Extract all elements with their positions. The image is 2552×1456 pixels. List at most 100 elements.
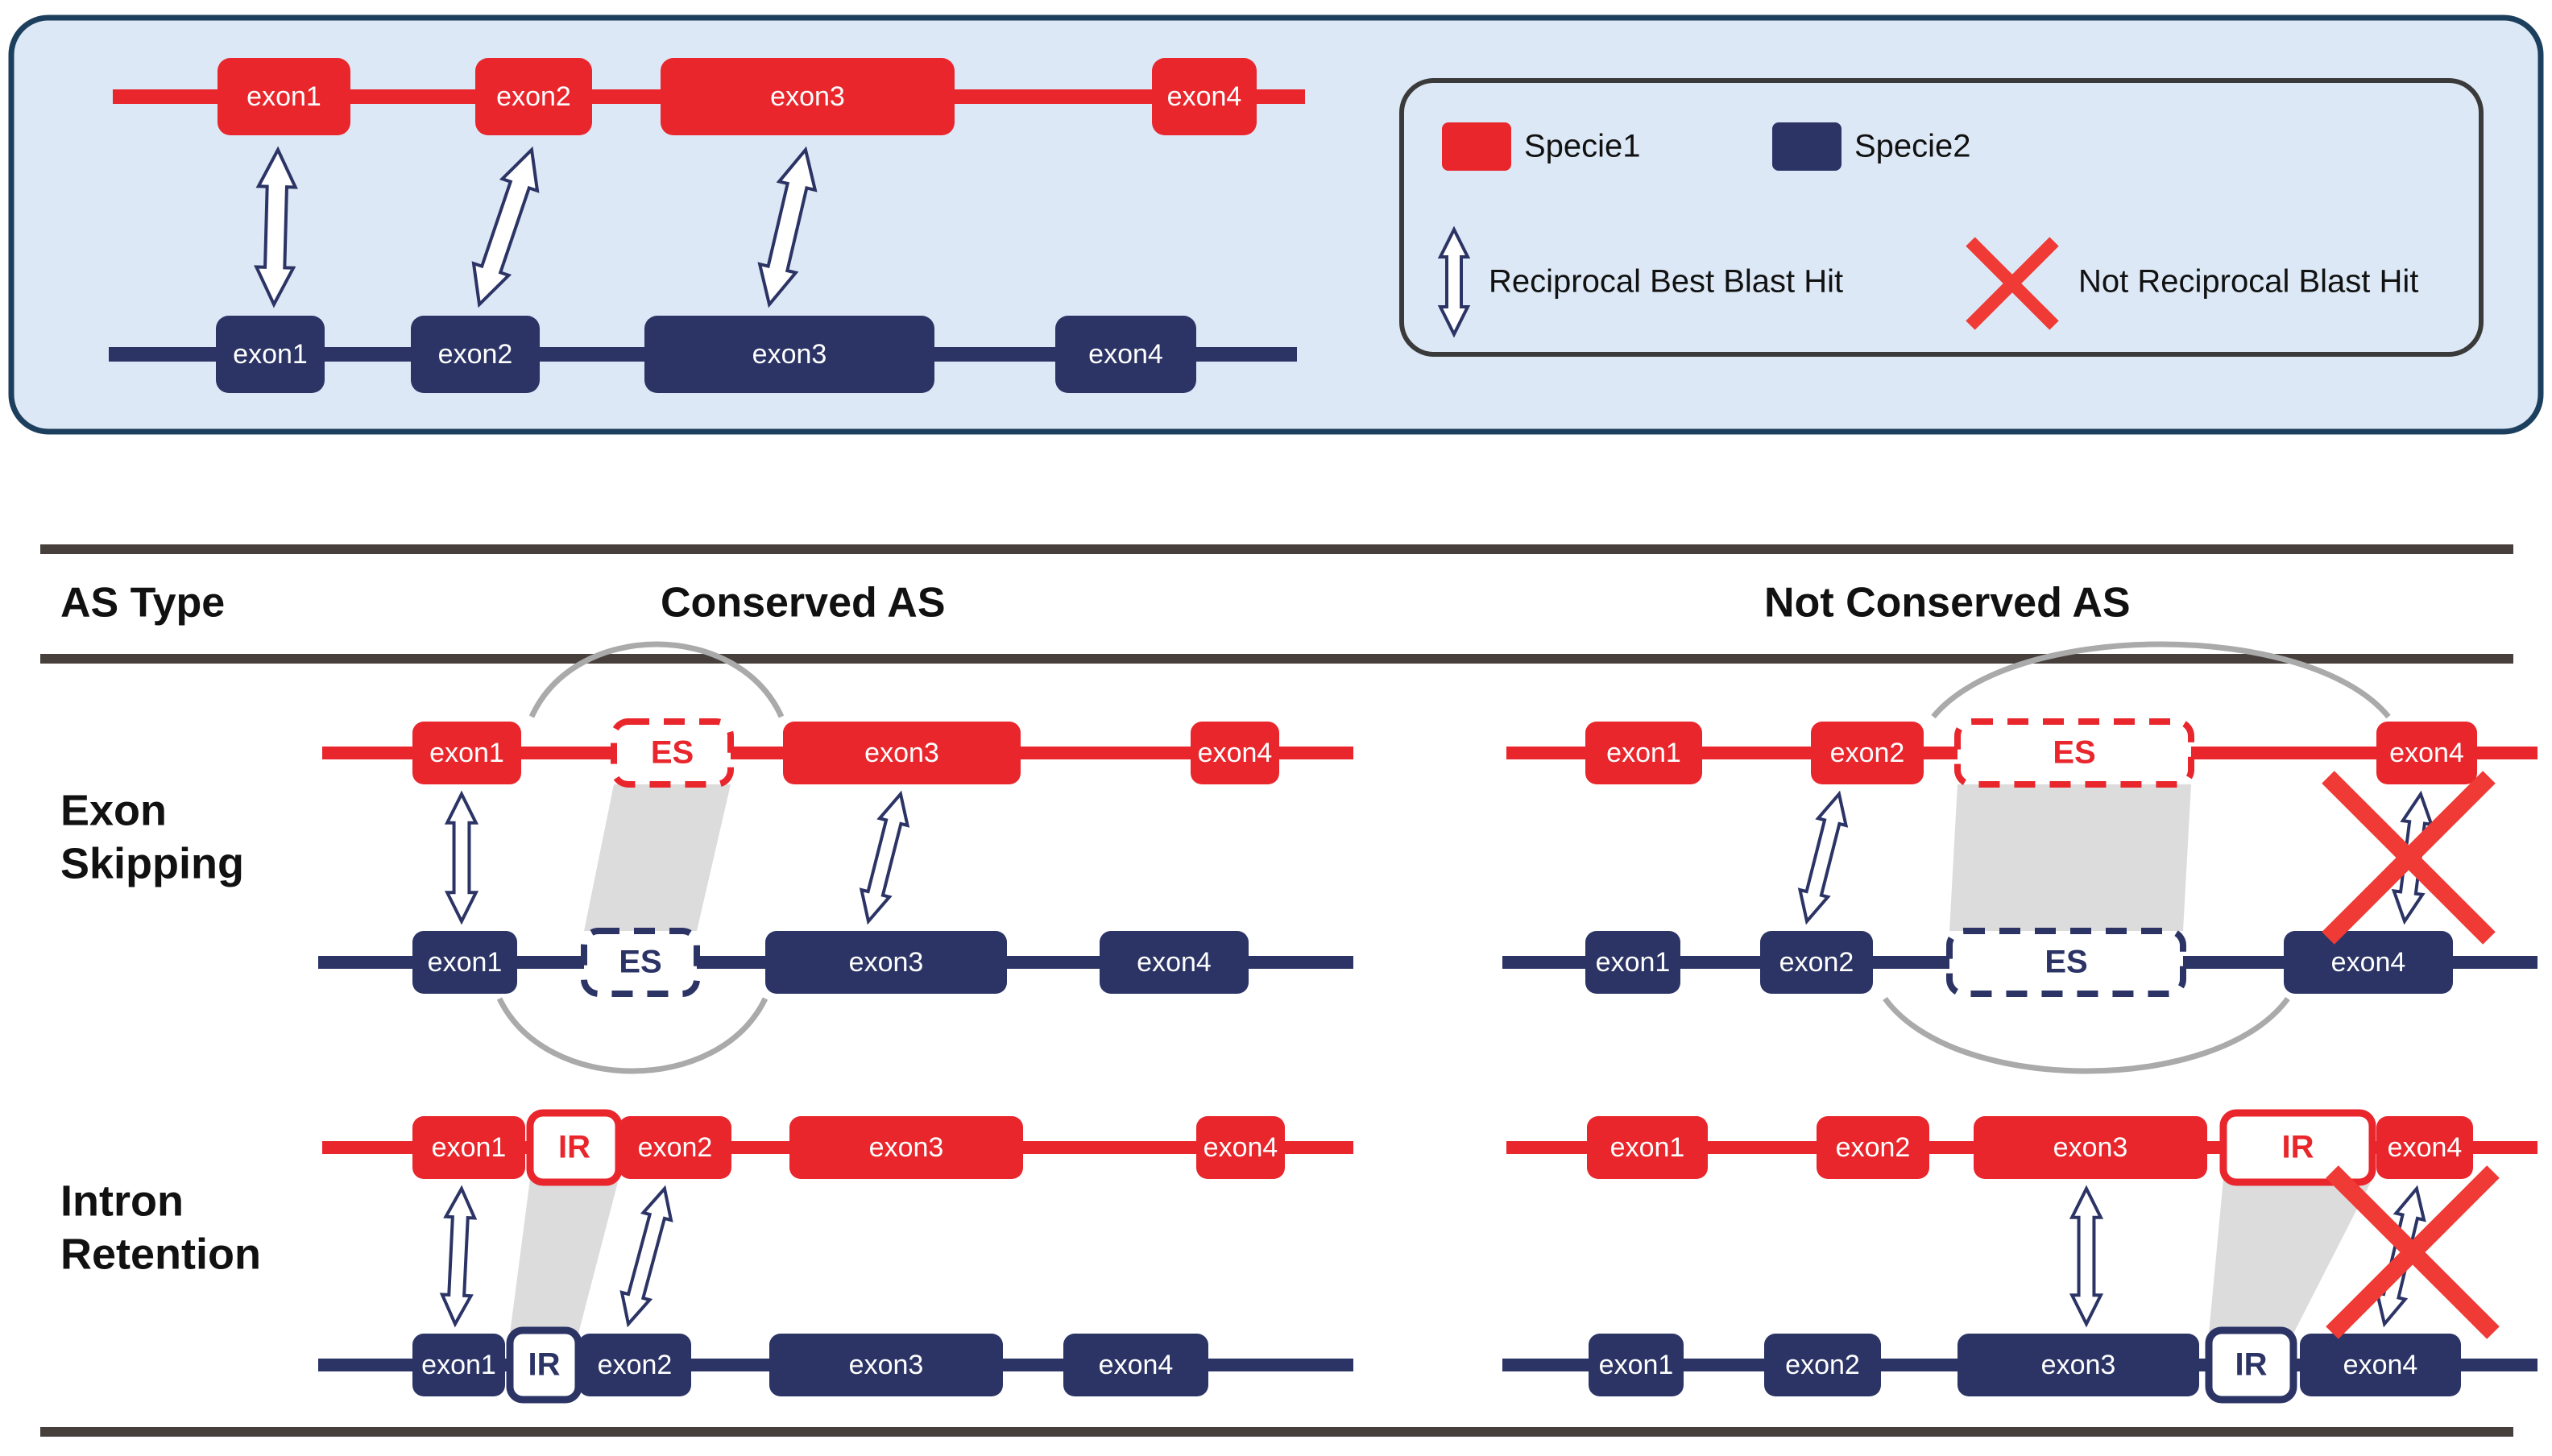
alt-event-box-solid[interactable]	[2219, 1109, 2376, 1186]
reciprocal-best-blast-hit-arrow[interactable]	[462, 144, 549, 311]
exon-box[interactable]	[412, 931, 517, 994]
exon-box[interactable]	[1760, 931, 1873, 994]
legend-label-specie2: Specie2	[1854, 129, 1971, 164]
alt-event-label: ES	[651, 735, 694, 771]
exon-box[interactable]	[1152, 58, 1257, 135]
legend-label-specie1: Specie1	[1524, 129, 1641, 164]
exon-box-label: exon2	[1830, 738, 1905, 768]
exon-box[interactable]	[1587, 1116, 1708, 1179]
exon-box[interactable]	[1974, 1116, 2207, 1179]
exon-box-label: exon2	[638, 1132, 713, 1163]
exon-box[interactable]	[765, 931, 1007, 994]
homology-band	[1949, 784, 2191, 931]
exon-box-label: exon1	[432, 1132, 507, 1163]
exon-box-label: exon1	[421, 1350, 496, 1380]
exon-box[interactable]	[1589, 1334, 1684, 1396]
exon-box[interactable]	[1764, 1334, 1881, 1396]
exon-box-label: exon4	[2388, 1132, 2463, 1163]
exon-box[interactable]	[2284, 931, 2453, 994]
exon-box[interactable]	[1055, 316, 1196, 393]
alt-event-box-dashed[interactable]	[1946, 928, 2186, 997]
reciprocal-best-blast-hit-arrow[interactable]	[439, 1185, 478, 1328]
exon-box[interactable]	[769, 1334, 1003, 1396]
exon-box[interactable]	[1585, 722, 1702, 784]
alt-event-label: IR	[528, 1347, 561, 1383]
exon-box-label: exon3	[849, 947, 924, 978]
exon-box-label: exon4	[1088, 339, 1163, 370]
exon-box[interactable]	[1811, 722, 1924, 784]
exon-box[interactable]	[783, 722, 1021, 784]
cross-stroke-b	[1966, 237, 2059, 330]
reciprocal-best-blast-hit-arrow[interactable]	[855, 790, 915, 925]
not-reciprocal-blast-hit-cross[interactable]	[2326, 1165, 2500, 1339]
legend-label-not-reciprocal-blast-hit: Not Reciprocal Blast Hit	[2078, 264, 2418, 300]
exon-box[interactable]	[1196, 1116, 1285, 1179]
rule-top	[40, 544, 2513, 554]
exon-box-label: exon4	[2389, 738, 2464, 768]
exon-box-label: exon2	[1779, 947, 1854, 978]
alt-event-box-dashed[interactable]	[611, 718, 734, 788]
exon-box[interactable]	[1191, 722, 1279, 784]
exon-box[interactable]	[216, 316, 325, 393]
alt-event-box-solid[interactable]	[2205, 1326, 2297, 1404]
exon-box[interactable]	[2376, 1116, 2473, 1179]
exon-box[interactable]	[1100, 931, 1249, 994]
exon-box[interactable]	[789, 1116, 1023, 1179]
alt-event-label: IR	[558, 1130, 590, 1165]
exon-box[interactable]	[411, 316, 540, 393]
exon-box-label: exon3	[869, 1132, 944, 1163]
exon-box[interactable]	[412, 1334, 505, 1396]
exon-box[interactable]	[619, 1116, 731, 1179]
rule-bottom	[40, 1427, 2513, 1437]
exon-box-label: exon1	[1596, 947, 1671, 978]
exon-box-label: exon1	[428, 947, 503, 978]
exon-skipping-arc	[528, 641, 785, 718]
exon-box-label: exon2	[496, 81, 571, 112]
exon-box-label: exon3	[770, 81, 845, 112]
reciprocal-best-blast-hit-arrow[interactable]	[254, 146, 298, 308]
reciprocal-best-blast-hit-arrow[interactable]	[615, 1185, 678, 1328]
exon-box[interactable]	[412, 722, 521, 784]
exon-box[interactable]	[578, 1334, 691, 1396]
reciprocal-best-blast-hit-arrow[interactable]	[1793, 790, 1854, 925]
exon-box[interactable]	[1585, 931, 1680, 994]
legend-label-reciprocal-best-blast-hit: Reciprocal Best Blast Hit	[1489, 264, 1843, 300]
legend-icon-not-reciprocal-blast-hit[interactable]	[1966, 237, 2059, 330]
exon-box[interactable]	[2300, 1334, 2461, 1396]
exon-box[interactable]	[412, 1116, 525, 1179]
exon-box[interactable]	[218, 58, 350, 135]
legend-container	[1399, 78, 2484, 357]
not-reciprocal-blast-hit-cross[interactable]	[2322, 771, 2496, 945]
reciprocal-best-blast-hit-arrow[interactable]	[752, 146, 824, 308]
alt-event-label: ES	[2053, 735, 2095, 771]
top-panel-container	[8, 14, 2544, 435]
cross-stroke-b	[2326, 1165, 2500, 1339]
reciprocal-best-blast-hit-arrow[interactable]	[2069, 1185, 2104, 1328]
reciprocal-best-blast-hit-arrow[interactable]	[444, 790, 479, 925]
exon-box[interactable]	[644, 316, 934, 393]
exon-box[interactable]	[1958, 1334, 2199, 1396]
exon-box[interactable]	[1063, 1334, 1208, 1396]
reciprocal-best-blast-hit-arrow[interactable]	[1437, 225, 1471, 338]
exon-box[interactable]	[661, 58, 955, 135]
exon-box-label: exon3	[752, 339, 827, 370]
exon-box[interactable]	[475, 58, 592, 135]
column-header-1: Conserved AS	[661, 580, 946, 627]
row-label-intron-retention-row: Retention	[60, 1230, 261, 1278]
exon-box-label: exon3	[864, 738, 939, 768]
rule-under-header	[40, 654, 2513, 664]
exon-box[interactable]	[2376, 722, 2477, 784]
alt-event-box-dashed[interactable]	[581, 928, 700, 997]
alt-event-box-dashed[interactable]	[1954, 718, 2194, 788]
exon-box[interactable]	[1817, 1116, 1929, 1179]
